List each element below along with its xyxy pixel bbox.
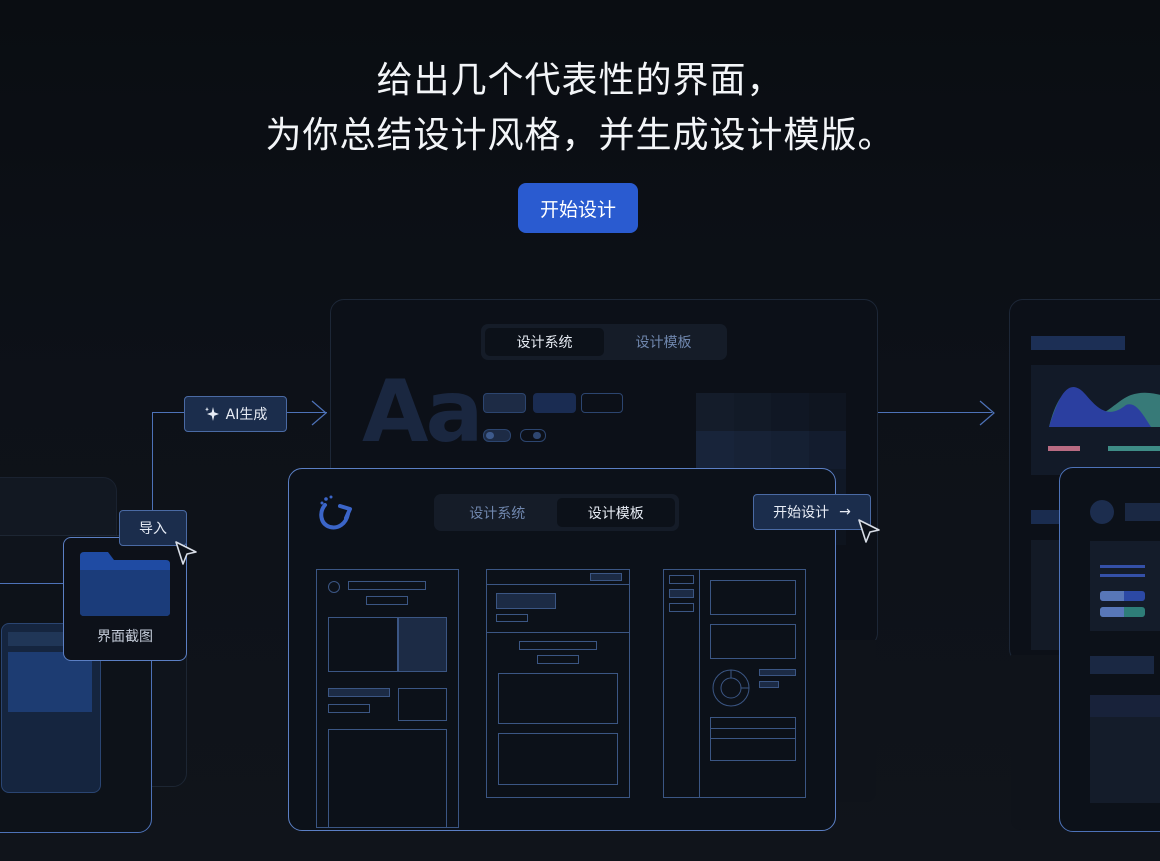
area-chart (1049, 386, 1160, 427)
donut-chart-icon (712, 669, 750, 707)
left-screenshot-image (8, 652, 92, 712)
start-design-button[interactable]: 开始设计 (518, 183, 638, 233)
avatar (1090, 500, 1114, 524)
tab-design-system[interactable]: 设计系统 (469, 505, 526, 522)
import-tag[interactable]: 导入 (119, 510, 187, 546)
template-start-button[interactable]: 开始设计 → (753, 494, 871, 530)
ai-generate-tag: AI生成 (184, 396, 287, 432)
tab-design-system[interactable]: 设计系统 (485, 328, 604, 356)
sample-button-3 (581, 393, 623, 413)
sparkle-icon (204, 407, 219, 421)
ai-generate-label: AI生成 (225, 407, 268, 423)
typography-sample: Aa (362, 362, 484, 462)
arrowhead-icon (979, 400, 995, 426)
cursor-icon (858, 519, 880, 543)
logo-icon (319, 495, 352, 530)
legend-pink (1048, 446, 1080, 451)
template-start-label: 开始设计 (773, 505, 830, 521)
cursor-icon (175, 541, 197, 565)
tab-design-template[interactable]: 设计模板 (556, 498, 675, 527)
front-card-tabs[interactable]: 设计系统 设计模板 (434, 494, 679, 531)
card-shadow (830, 640, 876, 802)
legend-teal (1108, 446, 1160, 451)
hero-line-1: 给出几个代表性的界面， (376, 60, 784, 101)
folder-label: 界面截图 (97, 629, 153, 645)
arrow-right-icon: → (839, 504, 851, 520)
toggle-2 (520, 429, 546, 442)
right-title-bar (1031, 336, 1125, 350)
tab-design-template[interactable]: 设计模板 (635, 335, 692, 351)
folder-icon (80, 552, 170, 616)
back-card-tabs[interactable]: 设计系统 设计模板 (481, 324, 727, 360)
sample-button-2 (533, 393, 576, 413)
arrowhead-icon (311, 400, 327, 426)
hero-line-2: 为你总结设计风格，并生成设计模版。 (265, 115, 895, 156)
sample-button-1 (483, 393, 526, 413)
